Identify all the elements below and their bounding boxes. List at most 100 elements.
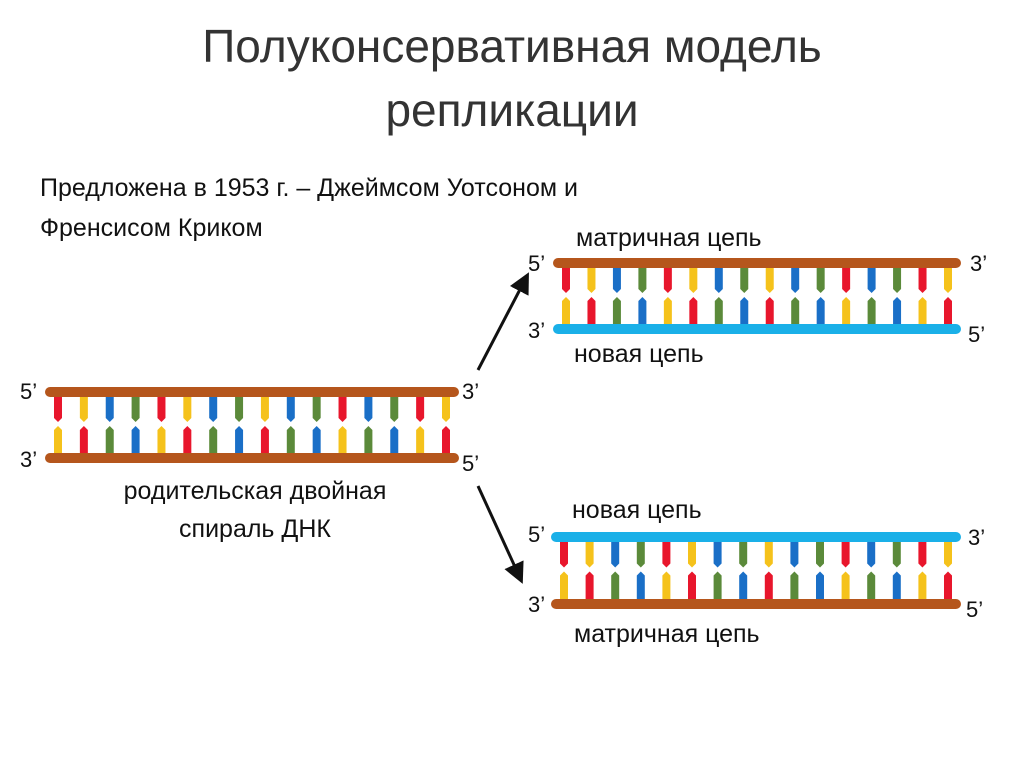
bottom-daughter-base-bottom-11 (841, 571, 850, 600)
slide-title-line2: репликации (385, 84, 639, 136)
bottom-template-strand-label: матричная цепь (574, 620, 760, 648)
parent-base-bottom-9 (286, 426, 295, 454)
parent-base-bottom-11 (338, 426, 347, 454)
slide-title-line1: Полуконсервативная модель (202, 20, 822, 72)
top-daughter-base-bottom-12 (867, 297, 876, 325)
bottom-daughter-base-bottom-15 (944, 571, 952, 600)
parent-base-top-2 (105, 396, 114, 422)
top-daughter-base-top-7 (740, 267, 749, 293)
top-helix-top-left-end: 5’ (528, 251, 546, 276)
bottom-daughter-base-top-3 (636, 541, 645, 568)
parent-base-top-14 (416, 396, 425, 422)
parent-base-bottom-1 (79, 426, 88, 454)
bottom-helix-top-left-end: 5’ (528, 522, 546, 547)
parent-base-bottom-0 (54, 426, 62, 454)
parent-base-bottom-14 (416, 426, 425, 454)
top-daughter-base-top-6 (714, 267, 723, 293)
top-daughter-base-bottom-3 (638, 297, 647, 325)
top-daughter-base-bottom-13 (893, 297, 902, 325)
parent-base-top-12 (364, 396, 373, 422)
slide-subtitle: Предложена в 1953 г. – Джеймсом Уотсоном… (40, 168, 760, 248)
bottom-daughter-base-top-13 (892, 541, 901, 568)
top-daughter-base-top-8 (765, 267, 774, 293)
top-daughter-base-top-0 (562, 267, 570, 293)
slide-title: Полуконсервативная модель репликации (0, 14, 1024, 142)
arrow-to-top-daughter (476, 272, 529, 371)
top-daughter-base-bottom-15 (944, 297, 952, 325)
bottom-daughter-base-top-5 (688, 541, 696, 568)
top-daughter-base-bottom-0 (562, 297, 570, 325)
top-daughter-base-top-5 (689, 267, 698, 293)
parent-base-bottom-6 (209, 426, 218, 454)
parent-base-bottom-12 (364, 426, 373, 454)
parent-base-top-4 (157, 396, 166, 422)
parent-caption-line1: родительская двойная (123, 477, 387, 505)
top-template-strand-label: матричная цепь (576, 224, 762, 252)
top-daughter-base-bottom-4 (663, 297, 672, 325)
parent-base-top-3 (131, 396, 140, 422)
top-helix-bottom-right-end: 5’ (968, 322, 986, 347)
parent-bottom-right-end: 5’ (462, 451, 480, 476)
parent-base-top-5 (183, 396, 192, 422)
bottom-daughter-base-bottom-2 (611, 571, 620, 600)
bottom-helix-bottom-right-end: 5’ (966, 597, 984, 622)
parent-top-right-end: 3’ (462, 379, 480, 404)
top-daughter-base-top-4 (663, 267, 672, 293)
parent-bottom-left-end: 3’ (20, 447, 38, 472)
top-daughter-base-top-9 (791, 267, 800, 293)
bottom-daughter-base-bottom-13 (892, 571, 901, 600)
bottom-daughter-base-top-7 (739, 541, 748, 568)
top-daughter-base-top-2 (612, 267, 621, 293)
top-daughter-base-bottom-2 (612, 297, 621, 325)
bottom-new-strand-label: новая цепь (572, 496, 702, 524)
bottom-daughter-base-bottom-4 (662, 571, 671, 600)
parent-base-bottom-3 (131, 426, 140, 454)
bottom-daughter-base-top-8 (764, 541, 773, 568)
parent-base-bottom-7 (235, 426, 244, 454)
bottom-daughter-base-top-4 (662, 541, 671, 568)
bottom-daughter-base-bottom-3 (636, 571, 645, 600)
top-daughter-base-bottom-6 (714, 297, 723, 325)
top-helix-bottom-left-end: 3’ (528, 318, 546, 343)
subtitle-line1: Предложена в 1953 г. – Джеймсом Уотсоном… (40, 174, 578, 202)
top-daughter-base-bottom-14 (918, 297, 927, 325)
parent-base-bottom-8 (260, 426, 269, 454)
parent-base-top-1 (79, 396, 88, 422)
parent-base-bottom-13 (390, 426, 399, 454)
bottom-daughter-base-top-10 (816, 541, 824, 568)
top-daughter-base-top-13 (893, 267, 902, 293)
daughter-helix-top (553, 258, 961, 334)
bottom-daughter-base-bottom-14 (918, 571, 927, 600)
subtitle-line2: Френсисом Криком (40, 214, 263, 242)
bottom-daughter-base-bottom-9 (790, 571, 799, 600)
top-daughter-base-bottom-1 (587, 297, 596, 325)
bottom-daughter-base-top-6 (713, 541, 722, 568)
parent-base-top-10 (312, 396, 321, 422)
top-new-strand-label: новая цепь (574, 340, 704, 368)
top-daughter-base-bottom-8 (765, 297, 774, 325)
top-daughter-base-top-10 (816, 267, 825, 293)
bottom-daughter-base-top-1 (585, 541, 594, 568)
bottom-daughter-base-bottom-5 (688, 571, 696, 600)
bottom-daughter-base-bottom-10 (816, 571, 824, 600)
top-daughter-base-bottom-9 (791, 297, 800, 325)
daughter-helix-bottom (551, 532, 961, 609)
top-daughter-base-bottom-11 (842, 297, 851, 325)
bottom-daughter-base-bottom-8 (764, 571, 773, 600)
bottom-daughter-base-top-0 (560, 541, 568, 568)
parent-base-top-6 (209, 396, 218, 422)
bottom-daughter-base-top-12 (867, 541, 876, 568)
top-daughter-base-top-12 (867, 267, 876, 293)
parent-base-top-0 (54, 396, 62, 422)
parent-base-bottom-5 (183, 426, 192, 454)
bottom-daughter-base-top-11 (841, 541, 850, 568)
bottom-daughter-base-bottom-7 (739, 571, 748, 600)
bottom-daughter-base-bottom-1 (585, 571, 594, 600)
parent-base-bottom-15 (442, 426, 450, 454)
top-daughter-base-top-14 (918, 267, 927, 293)
bottom-helix-bottom-left-end: 3’ (528, 592, 546, 617)
bottom-daughter-base-top-2 (611, 541, 620, 568)
parent-base-top-7 (235, 396, 244, 422)
parent-base-top-13 (390, 396, 399, 422)
